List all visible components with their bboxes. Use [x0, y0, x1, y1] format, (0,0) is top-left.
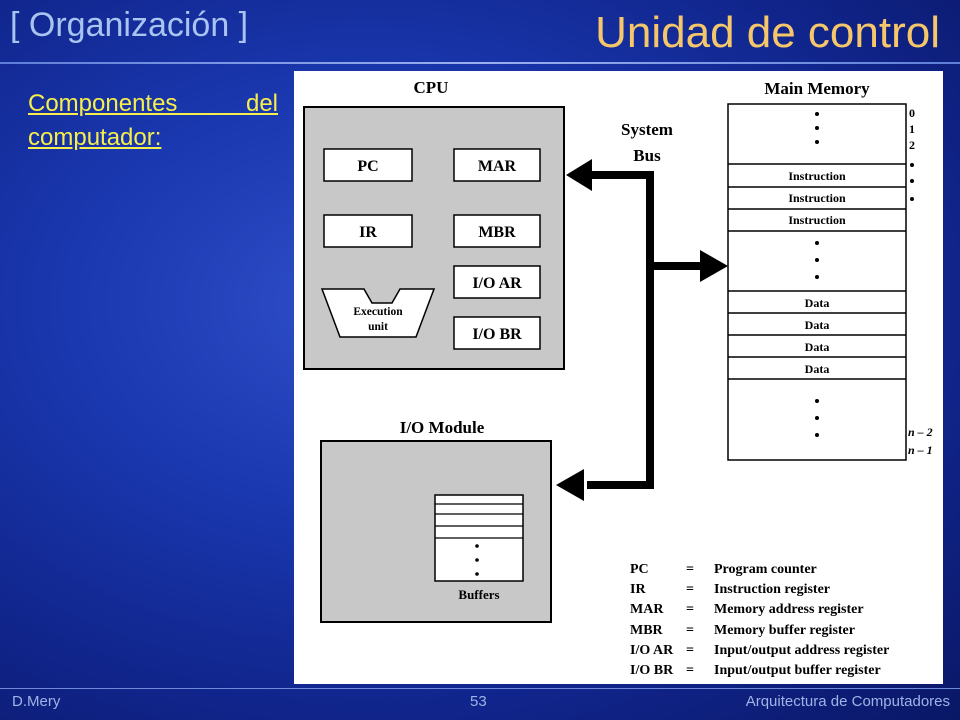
legend-eq-pc: =: [686, 562, 694, 577]
register-mar-box: [453, 148, 541, 182]
system-bus-label-2: Bus: [633, 146, 661, 165]
execution-unit-label-2: unit: [368, 321, 388, 333]
memory-cell-data-4: Data: [805, 362, 830, 376]
bus-arrow-io: [556, 469, 584, 501]
io-module-label: I/O Module: [400, 418, 485, 437]
computer-components-figure: CPU PC MAR IR MBR I/O AR I/O BR Executio…: [294, 71, 943, 684]
legend-eq-ir: =: [686, 582, 694, 597]
main-memory-label: Main Memory: [764, 79, 870, 98]
legend-desc-mbr: Memory buffer register: [714, 623, 855, 638]
legend-desc-ioar: Input/output address register: [714, 643, 889, 658]
legend: PC = Program counter IR = Instruction re…: [630, 562, 889, 678]
legend-abbr-ioar: I/O AR: [630, 643, 674, 658]
header-rule: [0, 62, 960, 64]
legend-abbr-mar: MAR: [630, 602, 664, 617]
bus-arrow-cpu: [566, 159, 592, 191]
footer-course: Arquitectura de Computadores: [745, 693, 950, 710]
register-pc-label: PC: [357, 158, 378, 175]
legend-eq-mbr: =: [686, 623, 694, 638]
memory-cell-data-1: Data: [805, 296, 830, 310]
bullet-text: Componentes del computador:: [28, 90, 278, 151]
cpu-label: CPU: [414, 78, 449, 97]
address-0: 0: [909, 106, 915, 120]
register-ir-label: IR: [359, 224, 377, 241]
register-mbr-box: [453, 214, 541, 248]
legend-eq-mar: =: [686, 602, 694, 617]
footer-page-number: 53: [470, 693, 487, 710]
buffer-dots: [475, 544, 479, 576]
memory-dots-bottom: [815, 399, 819, 437]
footer-rule: [0, 688, 960, 689]
memory-dots-middle: [815, 241, 819, 279]
memory-cell-data-3: Data: [805, 340, 830, 354]
register-iobr-label: I/O BR: [472, 326, 522, 343]
footer-author: D.Mery: [12, 693, 61, 710]
address-dots: [910, 163, 914, 201]
register-pc-box: [323, 148, 413, 182]
address-n-1: n – 1: [908, 443, 933, 457]
register-ioar-box: [453, 265, 541, 299]
memory-cell-instruction-3: Instruction: [788, 213, 846, 227]
legend-abbr-mbr: MBR: [630, 623, 664, 638]
legend-abbr-iobr: I/O BR: [630, 663, 674, 678]
memory-cell-instruction-2: Instruction: [788, 191, 846, 205]
buffers-label: Buffers: [458, 587, 499, 602]
system-bus-lines: [587, 171, 704, 489]
legend-eq-iobr: =: [686, 663, 694, 678]
legend-desc-mar: Memory address register: [714, 602, 864, 617]
legend-abbr-pc: PC: [630, 562, 649, 577]
register-mar-label: MAR: [478, 158, 517, 175]
execution-unit-label-1: Execution: [353, 306, 403, 318]
legend-desc-pc: Program counter: [714, 562, 817, 577]
register-iobr-box: [453, 316, 541, 350]
address-2: 2: [909, 138, 915, 152]
execution-unit-shape: [320, 288, 436, 338]
legend-abbr-ir: IR: [630, 582, 646, 597]
register-ioar-label: I/O AR: [472, 275, 522, 292]
slide-title: Unidad de control: [595, 8, 940, 57]
main-memory-box: [727, 103, 907, 461]
memory-cell-instruction-1: Instruction: [788, 169, 846, 183]
legend-eq-ioar: =: [686, 643, 694, 658]
memory-cell-lines: [728, 163, 906, 380]
slide-section: [ Organización ]: [10, 6, 249, 44]
register-ir-box: [323, 214, 413, 248]
buffer-lines: [435, 503, 523, 539]
memory-dots-top: [815, 112, 819, 144]
bus-arrow-memory: [700, 250, 728, 282]
memory-cell-data-2: Data: [805, 318, 830, 332]
legend-desc-ir: Instruction register: [714, 582, 830, 597]
system-bus-label-1: System: [621, 120, 673, 139]
legend-desc-iobr: Input/output buffer register: [714, 663, 881, 678]
address-1: 1: [909, 122, 915, 136]
address-n-2: n – 2: [908, 425, 933, 439]
register-mbr-label: MBR: [478, 224, 516, 241]
